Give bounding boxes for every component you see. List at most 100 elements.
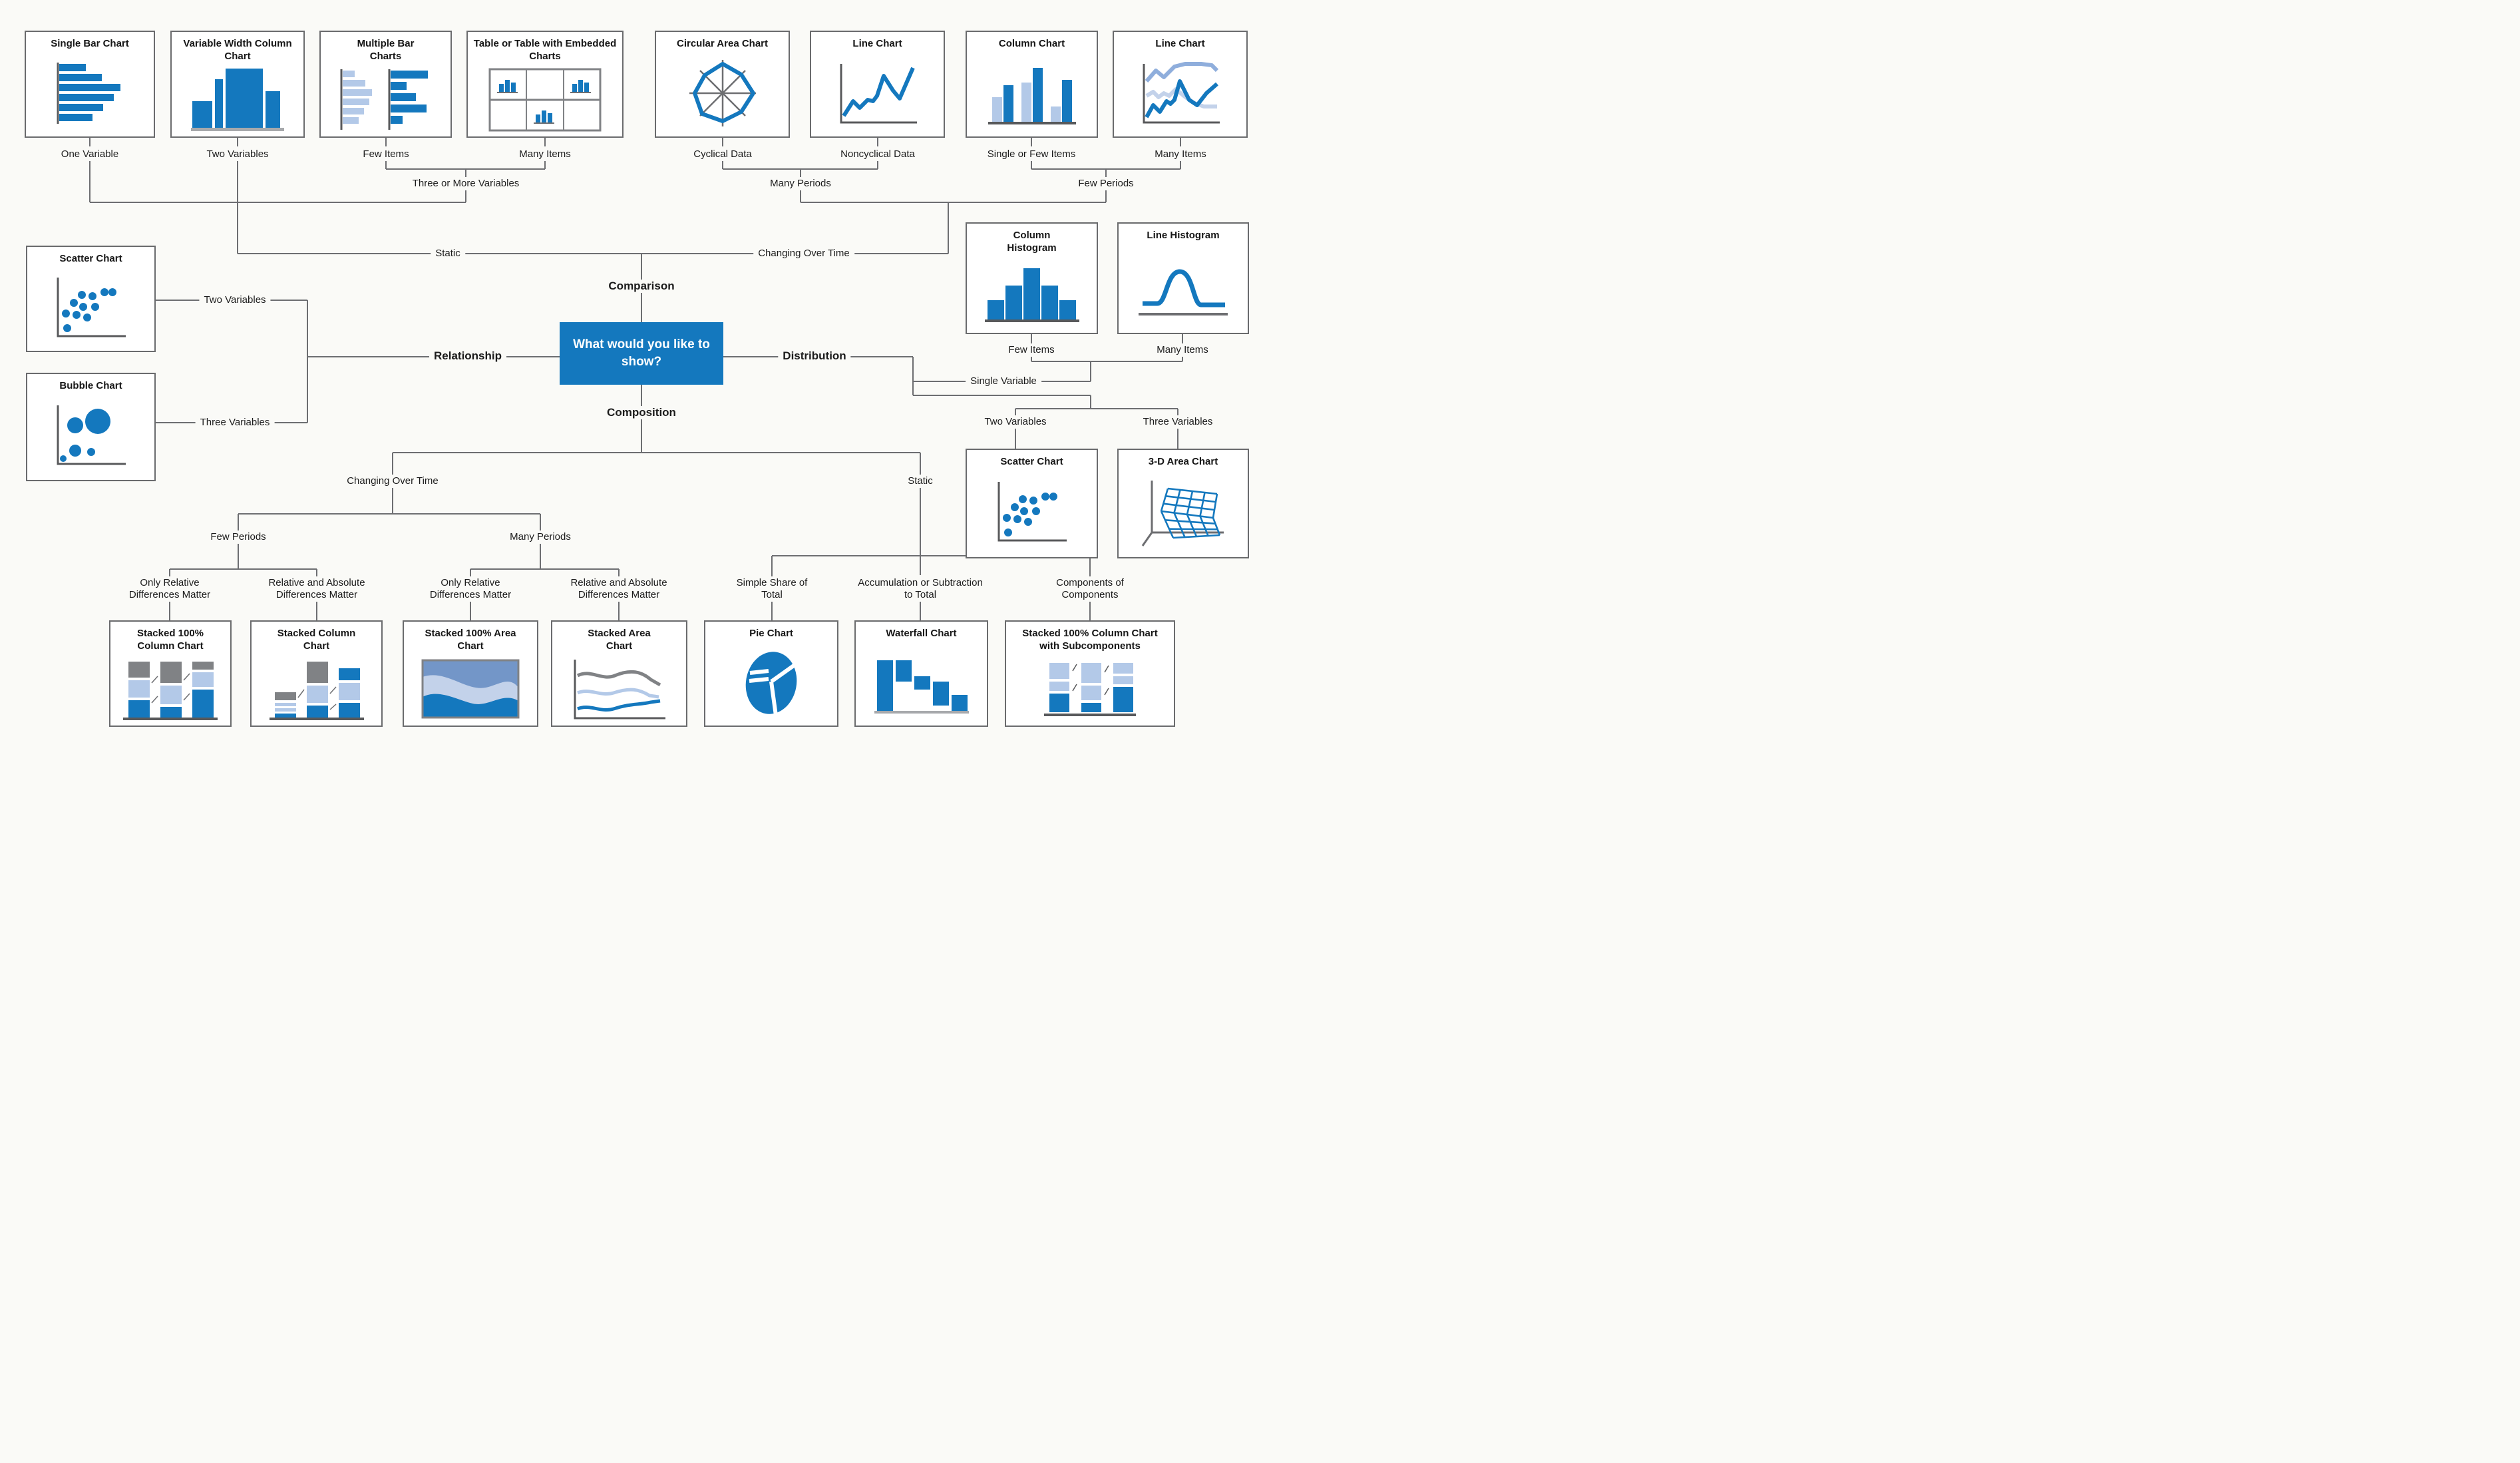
edge-label-many-items-right: Many Items xyxy=(1152,343,1213,357)
edge-label-components: Components of Components xyxy=(1032,576,1148,602)
edge-label-three-variables-left: Three Variables xyxy=(195,416,275,429)
multiple-bar-charts-icon xyxy=(340,69,428,130)
column-histogram-icon xyxy=(984,268,1079,323)
multi-line-chart-icon xyxy=(1143,62,1220,124)
chart-box-title: 3-D Area Chart xyxy=(1148,456,1218,467)
chart-box-circular-area: Circular Area Chart xyxy=(655,31,790,138)
edge-label-two-variables-left: Two Variables xyxy=(199,294,271,307)
edge-label-few-periods-top: Few Periods xyxy=(1073,177,1139,190)
line-chart-icon xyxy=(840,64,917,124)
chart-box-title: Stacked 100% Column Chart with Subcompon… xyxy=(1022,628,1158,652)
chart-box-title: Multiple Bar Charts xyxy=(357,38,415,62)
chart-box-column: Column Chart xyxy=(966,31,1098,138)
edge-label-many-periods-bottom: Many Periods xyxy=(505,530,576,544)
chart-box-line-histogram: Line Histogram xyxy=(1117,222,1249,334)
edge-label-two-variables-right: Two Variables xyxy=(980,415,1051,429)
chart-box-title: Stacked 100% Area Chart xyxy=(425,628,516,652)
3d-area-chart-icon xyxy=(1141,481,1224,547)
chart-box-column-histogram: Column Histogram xyxy=(966,222,1098,334)
chart-box-waterfall: Waterfall Chart xyxy=(854,620,988,727)
line-histogram-icon xyxy=(1139,269,1228,315)
chart-box-title: Column Chart xyxy=(998,38,1065,49)
chart-box-title: Stacked 100% Column Chart xyxy=(136,628,204,652)
chart-box-title: Table or Table with Embedded Charts xyxy=(473,38,617,62)
edge-label-changing-over-time-top: Changing Over Time xyxy=(753,247,854,260)
chart-box-title: Stacked Column Chart xyxy=(277,628,356,652)
column-chart-icon xyxy=(988,68,1076,125)
chart-box-title: Variable Width Column Chart xyxy=(183,38,292,62)
waterfall-chart-icon xyxy=(874,660,969,714)
edge-label-cyclical-data: Cyclical Data xyxy=(689,148,757,161)
chart-box-title: Scatter Chart xyxy=(1000,456,1063,467)
chart-box-title: Stacked Area Chart xyxy=(588,628,651,652)
chart-box-title: Waterfall Chart xyxy=(886,628,957,639)
stacked-100-column-subcomponents-icon xyxy=(1044,663,1136,717)
edge-label-changing-over-time-bottom: Changing Over Time xyxy=(342,475,443,488)
bubble-chart-icon xyxy=(57,405,126,465)
stacked-area-chart-icon xyxy=(574,660,665,720)
edge-label-relative-absolute-2: Relative and Absolute Differences Matter xyxy=(551,576,687,602)
branch-distribution: Distribution xyxy=(778,349,851,363)
edge-label-noncyclical-data: Noncyclical Data xyxy=(836,148,920,161)
edge-label-single-or-few-items: Single or Few Items xyxy=(982,148,1081,161)
chart-box-scatter-distribution: Scatter Chart xyxy=(966,449,1098,558)
edge-label-simple-share: Simple Share of Total xyxy=(724,576,820,602)
edge-label-static-top: Static xyxy=(431,247,465,260)
branch-composition: Composition xyxy=(602,406,681,419)
edge-label-few-periods-bottom: Few Periods xyxy=(206,530,271,544)
edge-label-many-items-top2: Many Items xyxy=(1150,148,1211,161)
stacked-100-area-chart-icon xyxy=(421,659,520,719)
chart-box-multiple-bar: Multiple Bar Charts xyxy=(319,31,452,138)
chart-box-stacked100-column: Stacked 100% Column Chart xyxy=(109,620,232,727)
edge-label-one-variable: One Variable xyxy=(56,148,124,161)
single-bar-chart-icon xyxy=(57,63,120,124)
scatter-chart-icon xyxy=(997,482,1067,542)
chart-box-line-many: Line Chart xyxy=(1113,31,1248,138)
chart-box-title: Pie Chart xyxy=(749,628,793,639)
branch-comparison: Comparison xyxy=(604,280,679,293)
variable-width-column-chart-icon xyxy=(191,68,284,131)
chart-box-title: Line Chart xyxy=(852,38,902,49)
chart-box-stacked-area: Stacked Area Chart xyxy=(551,620,687,727)
edge-label-two-variables-top: Two Variables xyxy=(202,148,273,161)
chart-box-title: Scatter Chart xyxy=(59,253,122,264)
chart-box-title: Column Histogram xyxy=(1007,230,1057,254)
edge-label-many-items-top: Many Items xyxy=(514,148,576,161)
edge-label-accumulation: Accumulation or Subtraction to Total xyxy=(849,576,991,602)
edge-label-many-periods-top: Many Periods xyxy=(765,177,836,190)
table-with-embedded-charts-icon xyxy=(488,68,602,132)
chart-box-title: Line Histogram xyxy=(1147,230,1220,241)
chart-box-line-noncyclical: Line Chart xyxy=(810,31,945,138)
chart-box-table-embedded: Table or Table with Embedded Charts xyxy=(466,31,624,138)
edge-label-only-relative-1: Only Relative Differences Matter xyxy=(109,576,230,602)
chart-box-bubble: Bubble Chart xyxy=(26,373,156,481)
edge-label-only-relative-2: Only Relative Differences Matter xyxy=(410,576,531,602)
chart-box-title: Line Chart xyxy=(1155,38,1205,49)
edge-label-relative-absolute-1: Relative and Absolute Differences Matter xyxy=(249,576,385,602)
chart-box-single-bar: Single Bar Chart xyxy=(25,31,155,138)
edge-label-few-items-right: Few Items xyxy=(1003,343,1059,357)
edge-label-three-variables-right: Three Variables xyxy=(1138,415,1218,429)
scatter-chart-icon xyxy=(57,277,126,337)
chart-chooser-diagram: Single Bar Chart Variable Width Column C… xyxy=(0,0,1260,732)
chart-box-pie: Pie Chart xyxy=(704,620,838,727)
edge-label-single-variable: Single Variable xyxy=(966,375,1041,388)
circular-area-chart-icon xyxy=(689,60,756,127)
stacked-100-column-chart-icon xyxy=(123,662,218,721)
chart-box-title: Circular Area Chart xyxy=(677,38,768,49)
chart-box-stacked100-sub: Stacked 100% Column Chart with Subcompon… xyxy=(1005,620,1175,727)
stacked-column-chart-icon xyxy=(269,662,364,721)
chart-box-variable-width: Variable Width Column Chart xyxy=(170,31,305,138)
edge-label-three-or-more-variables: Three or More Variables xyxy=(407,177,524,190)
edge-label-few-items-top: Few Items xyxy=(358,148,414,161)
chart-box-area-3d: 3-D Area Chart xyxy=(1117,449,1249,558)
chart-box-title: Bubble Chart xyxy=(59,380,122,391)
chart-box-scatter-relationship: Scatter Chart xyxy=(26,246,156,352)
pie-chart-icon xyxy=(745,652,798,716)
branch-relationship: Relationship xyxy=(429,349,507,363)
edge-label-static-bottom: Static xyxy=(903,475,938,488)
chart-box-stacked-column: Stacked Column Chart xyxy=(250,620,383,727)
chart-box-stacked100-area: Stacked 100% Area Chart xyxy=(403,620,538,727)
question-box: What would you like to show? xyxy=(560,322,723,385)
chart-box-title: Single Bar Chart xyxy=(51,38,129,49)
